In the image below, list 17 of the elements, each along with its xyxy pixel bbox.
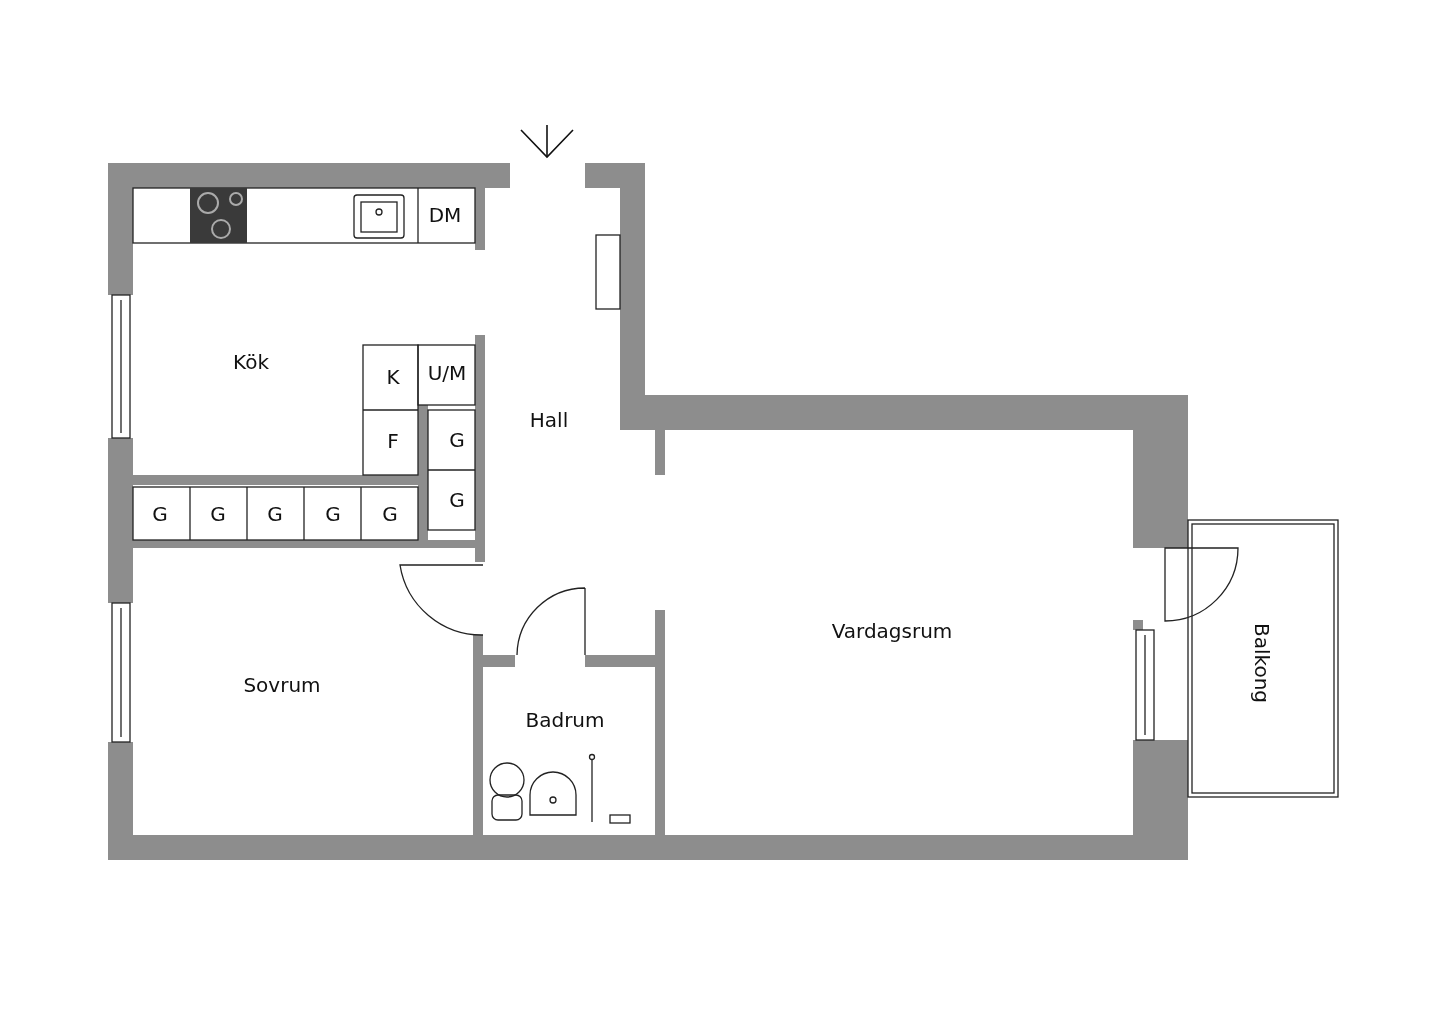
cabinet-label: G	[152, 504, 168, 524]
cabinet-label: U/M	[427, 363, 467, 383]
room-label: Vardagsrum	[831, 621, 953, 641]
cabinet-label: K	[386, 367, 400, 387]
room-label: Badrum	[525, 710, 605, 730]
room-label: Hall	[529, 410, 569, 430]
cabinet-label: G	[382, 504, 398, 524]
cabinet-label: G	[449, 490, 465, 510]
room-label: Sovrum	[243, 675, 321, 695]
cabinet-label: DM	[428, 205, 462, 225]
room-label: Balkong	[1252, 623, 1272, 703]
cabinet-label: G	[325, 504, 341, 524]
cabinet-label: G	[210, 504, 226, 524]
cabinet-label: G	[267, 504, 283, 524]
cabinet-label: G	[449, 430, 465, 450]
room-label: Kök	[233, 352, 269, 372]
cabinet-label: F	[387, 431, 399, 451]
